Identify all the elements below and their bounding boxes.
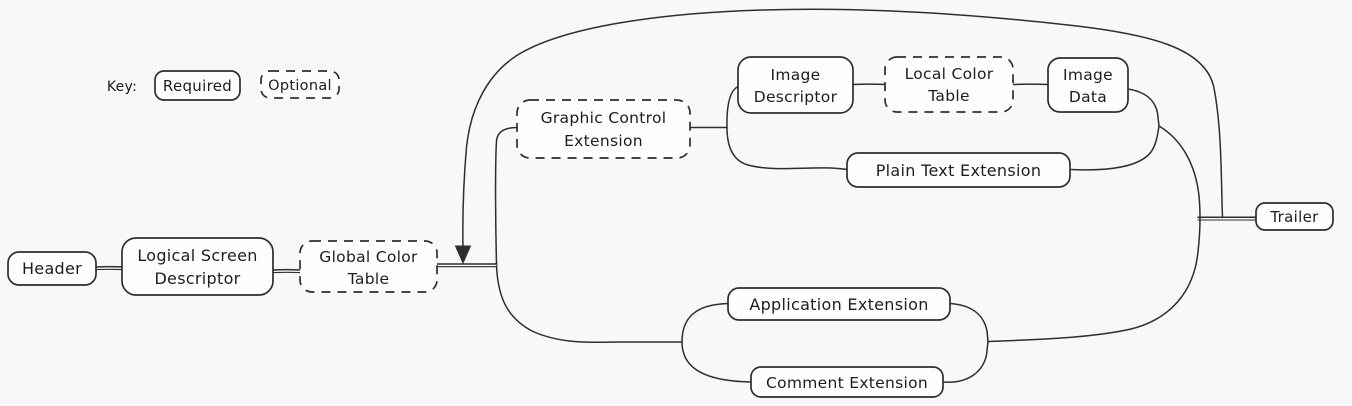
node-image-data-label-line2: Data [1069, 88, 1107, 106]
node-lsd-label-line2: Descriptor [154, 269, 240, 288]
node-gce-box [516, 99, 691, 159]
connector-bottomsplit-application [681, 302, 729, 343]
legend-optional-box [260, 70, 340, 99]
legend-required-label: Required [163, 77, 232, 95]
node-trailer-box [1255, 202, 1334, 231]
node-image-data-box [1047, 57, 1129, 113]
connector-split-plain-text [726, 126, 848, 171]
node-lct-label-line2: Table [927, 87, 970, 105]
node-header-box [7, 251, 97, 286]
node-comment-label: Comment Extension [766, 374, 928, 392]
node-gct-label-line1: Global Color [319, 248, 418, 266]
connector-comment-merge [942, 340, 989, 383]
connector-application-merge [949, 302, 989, 343]
node-image-descriptor-box [737, 56, 854, 114]
node-trailer: Trailer [1255, 202, 1334, 231]
node-plain-text-extension: Plain Text Extension [846, 152, 1071, 188]
node-local-color-table: Local Color Table [884, 56, 1014, 113]
node-application-label: Application Extension [749, 295, 928, 314]
node-graphic-control-extension: Graphic Control Extension [516, 99, 691, 159]
legend-required-box [154, 70, 241, 101]
node-image-descriptor-label-line2: Descriptor [754, 88, 838, 106]
legend-key-label: Key: [107, 79, 137, 95]
connector-junction-gce [494, 126, 518, 265]
node-header-label: Header [22, 259, 82, 278]
node-image-descriptor: Image Descriptor [737, 56, 854, 114]
node-image-descriptor-label-line1: Image [770, 66, 820, 84]
connector-split-image-descriptor [726, 85, 739, 129]
legend: Key: Required Optional [107, 70, 340, 101]
node-lsd-box [121, 237, 274, 296]
node-image-data-label-line1: Image [1063, 66, 1113, 84]
connector-junction-bottom-rail [495, 265, 683, 344]
node-application-extension: Application Extension [727, 287, 951, 321]
legend-optional-label: Optional [268, 78, 332, 94]
node-gce-label-line2: Extension [564, 132, 643, 150]
node-plain-text-box [846, 152, 1071, 188]
connectors [95, 8, 1257, 383]
connector-plaintext-merge [1069, 125, 1160, 171]
node-application-box [727, 287, 951, 321]
connector-bottomrail-trailer-junction [987, 217, 1201, 343]
node-global-color-table: Global Color Table [299, 240, 438, 293]
node-lct-label-line1: Local Color [905, 65, 994, 83]
connector-merge-trailer-junction [1158, 125, 1201, 220]
node-lsd-label-line1: Logical Screen [137, 246, 257, 265]
connector-repeat-loop [462, 8, 1224, 251]
node-gct-box [299, 240, 438, 293]
node-logical-screen-descriptor: Logical Screen Descriptor [121, 237, 274, 296]
node-gct-label-line2: Table [347, 270, 390, 288]
connector-imgdata-merge [1127, 88, 1160, 127]
node-header: Header [7, 251, 97, 286]
node-comment-extension: Comment Extension [750, 366, 944, 398]
node-trailer-label: Trailer [1269, 208, 1319, 226]
node-comment-box [750, 366, 944, 398]
node-image-data: Image Data [1047, 57, 1129, 113]
node-plain-text-label: Plain Text Extension [876, 161, 1042, 180]
connector-bottomsplit-comment [681, 341, 752, 383]
arrow-down-icon [454, 245, 472, 265]
node-lct-box [884, 56, 1014, 113]
node-gce-label-line1: Graphic Control [541, 109, 667, 127]
